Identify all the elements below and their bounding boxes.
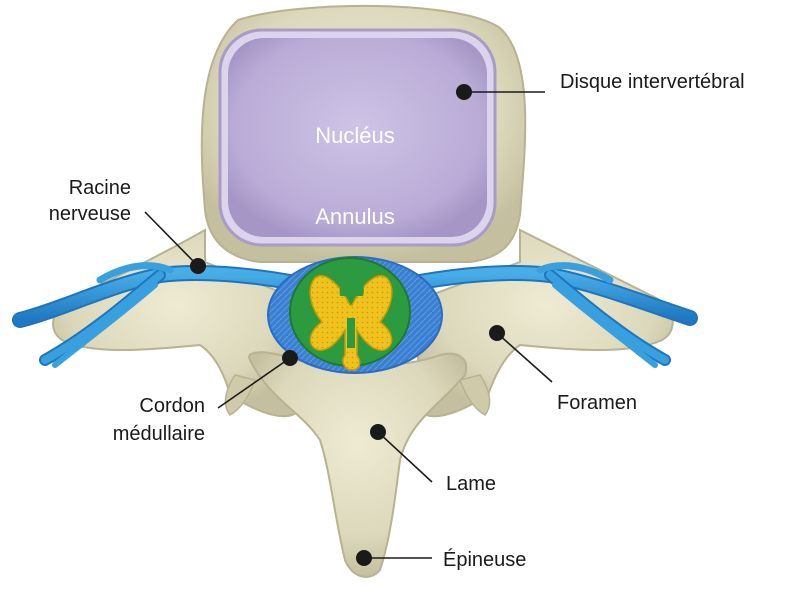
nerve-root-label-line2: nerveuse [49,203,131,225]
spinal-cord-label-line2: médullaire [113,423,205,445]
spinal-cord-label-line1: Cordon [139,395,205,417]
nerve-root-label-line1: Racine [69,177,131,199]
disc-label: Disque intervertébral [560,71,745,93]
spinous-label: Épineuse [443,548,526,571]
annulus-label: Annulus [315,204,395,229]
foramen-label: Foramen [557,392,637,414]
leader-spinous [356,550,432,566]
lamina-label: Lame [446,473,496,495]
nucleus-label: Nucléus [315,123,394,148]
